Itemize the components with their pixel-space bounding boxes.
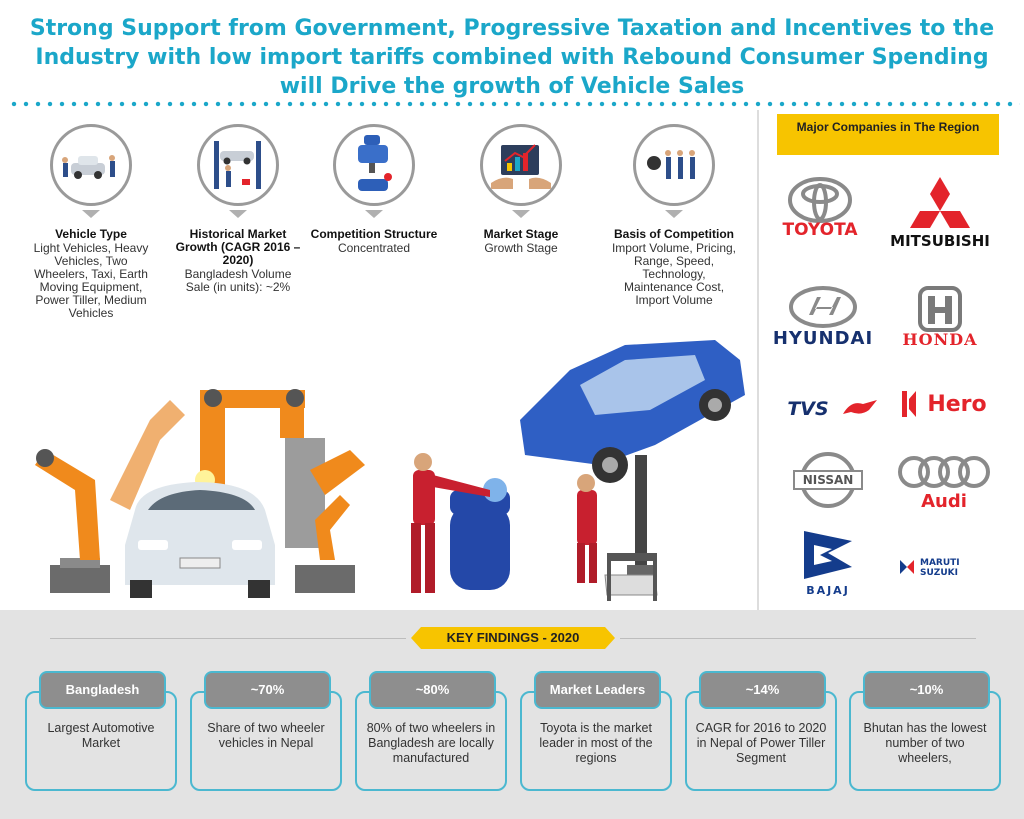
audi-name: Audi	[921, 491, 967, 512]
stat-title: Historical Market Growth (CAGR 2016 – 20…	[175, 227, 301, 267]
bajaj-emblem-icon	[804, 531, 852, 579]
heading-rule-right	[620, 638, 976, 639]
tvs-name: TVS	[787, 398, 829, 420]
stat-title: Vehicle Type	[55, 227, 127, 241]
hero-logo: Hero	[880, 385, 1000, 425]
key-findings-heading: KEY FINDINGS - 2020	[411, 627, 615, 649]
stat-text: Import Volume, Pricing, Range, Speed, Te…	[611, 241, 737, 307]
finding-card: ~10% Bhutan has the lowest number of two…	[849, 671, 1001, 791]
title-line-1: Strong Support from Government, Progress…	[29, 16, 995, 41]
hyundai-logo: HYUNDAI	[763, 285, 883, 375]
stat-vehicle-type: Vehicle Type Light Vehicles, Heavy Vehic…	[26, 124, 156, 320]
mechanics-car-icon	[50, 124, 132, 206]
toyota-emblem-icon	[788, 177, 852, 223]
honda-name: HONDA	[902, 330, 978, 349]
three-diamond-icon	[910, 177, 970, 228]
mechanics-lifted-car-illustration	[411, 340, 745, 601]
mitsubishi-name: MITSUBISHI	[890, 232, 990, 250]
stat-competition-structure: Competition Structure Concentrated	[309, 124, 439, 255]
hyundai-emblem-icon	[789, 286, 857, 328]
chevron-down-icon	[229, 210, 247, 218]
nissan-name: NISSAN	[802, 473, 854, 487]
hero-mark-icon	[902, 391, 916, 417]
stat-text: Bangladesh Volume Sale (in units): ~2%	[184, 267, 292, 294]
page-title: Strong Support from Government, Progress…	[0, 14, 1024, 101]
maruti-suzuki-logo: MARUTI SUZUKI	[890, 552, 1010, 582]
horse-icon	[843, 400, 877, 414]
robotic-assembly-illustration	[35, 389, 365, 598]
honda-logo: HONDA	[880, 285, 1000, 375]
stat-text: Concentrated	[337, 241, 411, 255]
finding-text: Toyota is the market leader in most of t…	[539, 721, 653, 765]
stat-title: Basis of Competition	[613, 227, 734, 241]
stat-text: Light Vehicles, Heavy Vehicles, Two Whee…	[33, 241, 149, 320]
honda-h-icon	[918, 286, 962, 332]
audi-logo: Audi	[884, 452, 1004, 542]
finding-label: ~10%	[863, 671, 990, 709]
finding-text: Bhutan has the lowest number of two whee…	[863, 721, 987, 765]
bajaj-logo: BAJAJ	[768, 527, 888, 599]
companies-heading: Major Companies in The Region	[777, 114, 999, 155]
tvs-logo: TVS	[763, 388, 883, 428]
finding-label: ~70%	[204, 671, 331, 709]
finding-card: ~14% CAGR for 2016 to 2020 in Nepal of P…	[685, 671, 837, 791]
finding-label: Market Leaders	[534, 671, 661, 709]
hero-name: Hero	[927, 392, 987, 417]
stat-title: Market Stage	[483, 227, 559, 241]
stat-title: Competition Structure	[310, 227, 438, 241]
finding-text: Largest Automotive Market	[47, 721, 155, 750]
machine-icon	[333, 124, 415, 206]
car-lift-icon	[197, 124, 279, 206]
finding-card: Bangladesh Largest Automotive Market	[25, 671, 177, 791]
four-rings-icon	[898, 456, 990, 488]
hyundai-name: HYUNDAI	[772, 328, 874, 349]
stat-text: Growth Stage	[484, 241, 558, 255]
workers-icon	[633, 124, 715, 206]
toyota-name: TOYOTA	[782, 220, 858, 240]
dotted-divider	[8, 101, 1020, 107]
finding-text: 80% of two wheelers in Bangladesh are lo…	[366, 721, 496, 765]
finding-label: Bangladesh	[39, 671, 166, 709]
finding-card: ~70% Share of two wheeler vehicles in Ne…	[190, 671, 342, 791]
chevron-down-icon	[365, 210, 383, 218]
finding-text: CAGR for 2016 to 2020 in Nepal of Power …	[695, 721, 827, 765]
stat-basis-competition: Basis of Competition Import Volume, Pric…	[609, 124, 739, 307]
finding-label: ~14%	[699, 671, 826, 709]
vertical-divider	[757, 110, 759, 610]
chevron-down-icon	[665, 210, 683, 218]
nissan-logo: NISSAN	[768, 448, 888, 512]
heading-rule-left	[50, 638, 406, 639]
title-line-3: will Drive the growth of Vehicle Sales	[279, 74, 745, 99]
finding-label: ~80%	[369, 671, 496, 709]
finding-card: ~80% 80% of two wheelers in Bangladesh a…	[355, 671, 507, 791]
finding-text: Share of two wheeler vehicles in Nepal	[207, 721, 325, 750]
nissan-emblem-icon	[793, 452, 863, 508]
finding-card: Market Leaders Toyota is the market lead…	[520, 671, 672, 791]
toyota-logo: TOYOTA	[760, 168, 880, 258]
mitsubishi-logo: MITSUBISHI	[880, 172, 1000, 262]
bajaj-name: BAJAJ	[806, 584, 850, 597]
chevron-down-icon	[82, 210, 100, 218]
chevron-down-icon	[512, 210, 530, 218]
stat-market-growth: Historical Market Growth (CAGR 2016 – 20…	[173, 124, 303, 294]
stat-market-stage: Market Stage Growth Stage	[456, 124, 586, 255]
growth-chart-icon	[480, 124, 562, 206]
title-line-2: Industry with low import tariffs combine…	[35, 45, 989, 70]
maruti-suzuki-name: MARUTI SUZUKI	[920, 558, 960, 578]
suzuki-s-icon	[900, 560, 914, 574]
